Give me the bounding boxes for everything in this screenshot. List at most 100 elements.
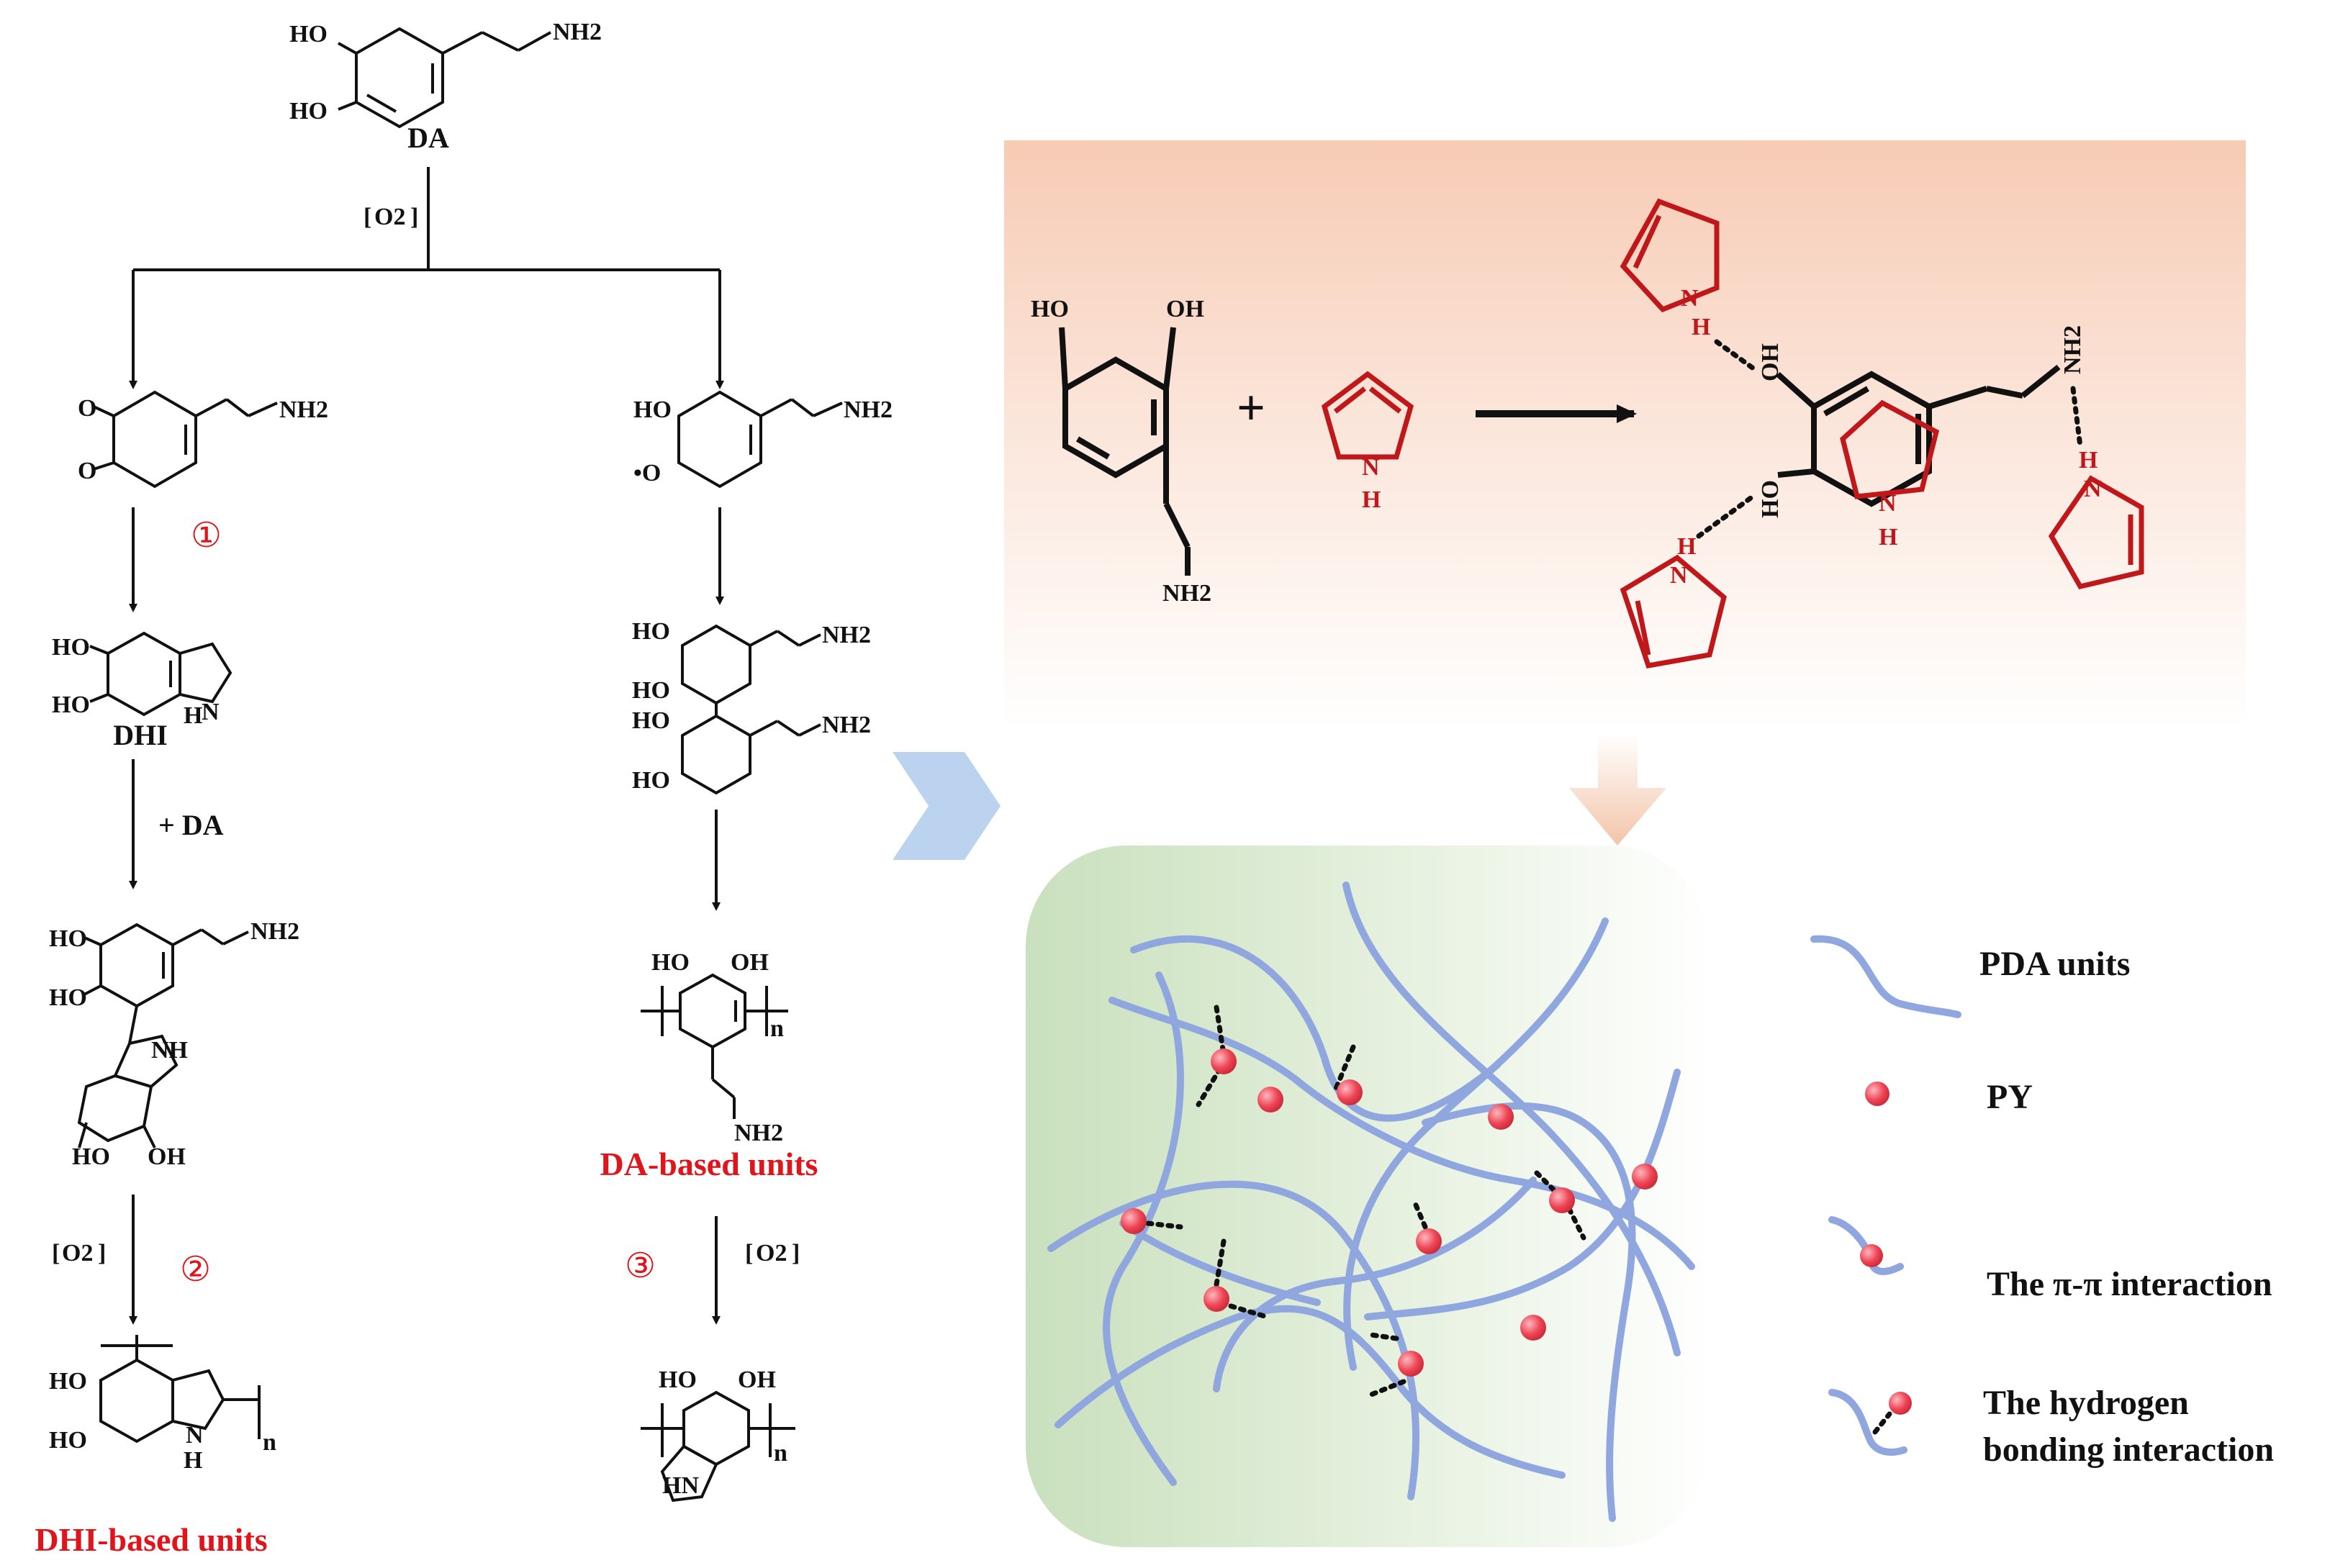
- dimer-left-ho-3: HO: [72, 1143, 110, 1170]
- svg-text:]: ]: [792, 1240, 800, 1266]
- dimer-left-ho-1: HO: [49, 925, 87, 952]
- oxidation-split: [ O2 ]: [129, 167, 724, 389]
- legend-label-hydrogen-line1: The hydrogen: [1983, 1384, 2189, 1422]
- oxidant-o2-right: O2: [756, 1240, 787, 1266]
- dhi-molecule: HO HO N H DHI: [52, 631, 232, 751]
- dimer-right-ho-4: HO: [632, 767, 670, 794]
- panel-da-oh: OH: [1166, 296, 1204, 322]
- svg-text:]: ]: [98, 1240, 106, 1266]
- final-polymer-hn: HN: [662, 1472, 699, 1499]
- dimer-right-nh2-2: NH2: [822, 712, 871, 738]
- dhi-polymer-ho-2: HO: [49, 1427, 87, 1454]
- svg-text:]: ]: [410, 204, 418, 230]
- step-3-label: ③: [625, 1246, 656, 1286]
- semiquinone-o-radical: •O: [633, 460, 661, 486]
- oxidant-o2-top: O2: [374, 204, 405, 230]
- da-polymer-nh2: NH2: [734, 1120, 783, 1146]
- py-dot: [1257, 1087, 1283, 1112]
- svg-text:N: N: [1670, 562, 1688, 589]
- py-dot: [1337, 1079, 1363, 1105]
- dimer-right-ho-3: HO: [632, 707, 670, 734]
- svg-text:H: H: [1677, 533, 1696, 560]
- complex-ho-2: HO: [1757, 480, 1784, 518]
- da-label: DA: [407, 122, 449, 154]
- py-dot: [1211, 1048, 1237, 1074]
- dhi-ho-top: HO: [52, 634, 90, 661]
- semiquinone: HO •O NH2: [633, 390, 893, 489]
- legend-label-pi-pi: The π-π interaction: [1987, 1265, 2272, 1303]
- legend-label-py: PY: [1987, 1078, 2033, 1116]
- py-dots: [1121, 1048, 1658, 1377]
- oxidant-o2-left: O2: [62, 1240, 93, 1266]
- complex-oh-1: OH: [1757, 343, 1784, 381]
- da-ho-top: HO: [289, 21, 328, 47]
- da-polymer-ho: HO: [651, 949, 690, 976]
- pi-pi-icon: [1828, 1216, 1904, 1275]
- dhi-polymer-n-index: n: [263, 1429, 276, 1456]
- complex-h-stacked: H: [1879, 524, 1897, 550]
- blue-chain-icon: [1810, 935, 1961, 1018]
- panel-pyrrole-n: N: [1362, 454, 1380, 481]
- hydrogen-bond-icon: [1828, 1389, 1912, 1456]
- dhi-based-units-label: DHI-based units: [35, 1521, 267, 1558]
- svg-text:H: H: [2079, 447, 2098, 473]
- panel-pyrrole-h: H: [1362, 486, 1381, 513]
- final-polymer-oh: OH: [738, 1367, 776, 1393]
- svg-text:[: [: [745, 1240, 753, 1266]
- py-dot: [1398, 1351, 1424, 1377]
- dhi-n: N: [202, 699, 220, 725]
- dimer-left-nh: NH: [151, 1037, 188, 1064]
- py-dot: [1488, 1104, 1514, 1130]
- plus-da-label: + DA: [158, 809, 224, 841]
- quinone-o-bottom: O: [78, 458, 96, 484]
- da-based-units-label: DA-based units: [600, 1146, 818, 1182]
- svg-text:[: [: [52, 1240, 60, 1266]
- py-dot: [1121, 1208, 1147, 1234]
- py-dot: [1520, 1315, 1546, 1341]
- semiquinone-nh2: NH2: [844, 396, 893, 423]
- reaction-panel: HO OH NH2 + N H OH HO NH2: [1004, 140, 2246, 730]
- da-molecule: HO HO NH2 DA: [289, 19, 602, 154]
- dimer-right: HO HO HO HO NH2 NH2: [632, 618, 871, 795]
- network-panel: [1026, 846, 1710, 1547]
- step-1-label: ①: [191, 515, 222, 556]
- da-ho-bottom: HO: [289, 98, 328, 124]
- dimer-left-nh2: NH2: [250, 918, 299, 945]
- quinone-o-top: O: [78, 395, 96, 422]
- panel-pyrrole: N H: [1321, 371, 1414, 513]
- svg-text:H: H: [1692, 314, 1710, 340]
- complex-nh2: NH2: [2059, 325, 2086, 374]
- legend-item-py: PY: [1865, 1078, 2033, 1116]
- panel-da-ho: HO: [1031, 296, 1069, 322]
- svg-text:N: N: [2084, 476, 2102, 502]
- dimer-right-ho-2: HO: [632, 677, 670, 704]
- panel-da-nh2: NH2: [1162, 580, 1211, 607]
- dhi-polymer-n: N: [186, 1422, 204, 1449]
- svg-text:N: N: [1681, 285, 1699, 312]
- dhi-h: H: [184, 702, 202, 729]
- final-polymer-ho: HO: [659, 1367, 697, 1393]
- final-polymer-n-index: n: [774, 1440, 787, 1467]
- dhi-polymer: HO HO N H n: [49, 1335, 276, 1474]
- legend-label-pda-units: PDA units: [1979, 945, 2130, 983]
- da-polymer: HO OH NH2 n: [641, 949, 788, 1146]
- semiquinone-ho: HO: [633, 396, 672, 423]
- panel-plus: +: [1237, 381, 1265, 436]
- da-nh2: NH2: [553, 19, 602, 45]
- da-polymer-n-index: n: [770, 1015, 784, 1042]
- down-arrow-icon: [1569, 734, 1666, 846]
- step-2-label: ②: [180, 1249, 211, 1290]
- dimer-right-nh2-1: NH2: [822, 622, 871, 648]
- panel-dopamine: HO OH NH2: [1031, 296, 1211, 607]
- dopaquinone: O O NH2: [78, 390, 328, 489]
- dhi-ho-bottom: HO: [52, 692, 90, 718]
- chevron-right-icon: [893, 752, 1001, 860]
- pda-chains: [1047, 882, 1695, 1522]
- py-dot: [1632, 1164, 1658, 1189]
- red-dot-icon: [1865, 1082, 1889, 1106]
- reaction-scheme: HO HO NH2 DA [ O2 ] O O NH2: [35, 19, 893, 1558]
- legend: PDA units PY The π-π interaction The hyd…: [1810, 935, 2274, 1469]
- dhi-polymer-h: H: [184, 1447, 202, 1474]
- legend-label-hydrogen-line2: bonding interaction: [1983, 1431, 2274, 1469]
